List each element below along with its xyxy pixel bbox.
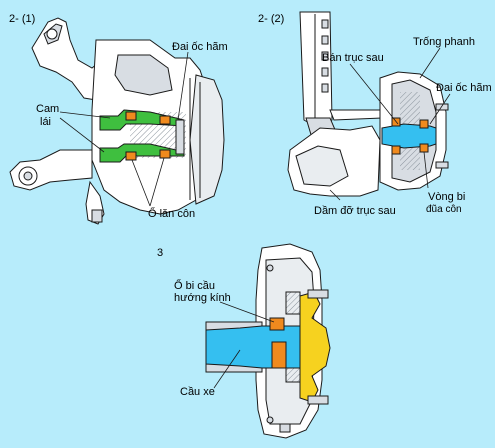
panel-number-2-2: 2- (2) (258, 13, 285, 25)
label-tapered-roller-bearing-front: Ổ lăn côn (148, 208, 196, 220)
panel-number-3: 3 (157, 247, 164, 259)
label-drive-axle: Cầu xe (180, 386, 215, 398)
label-lock-nut-rear: Đai ốc hãm (436, 82, 492, 94)
label-roller-bearing-line2: đũa côn (426, 204, 462, 215)
label-rear-axle-beam: Dầm đỡ trục sau (314, 205, 396, 217)
panel-2-1-drawing (9, 17, 225, 225)
panel-number-2-1: 2- (1) (9, 13, 36, 25)
panel-2-1-leaders (59, 51, 189, 207)
label-steering-knuckle-line1: Cam (36, 103, 60, 115)
label-brake-drum: Trống phanh (413, 36, 475, 48)
panel-3-drawing (205, 243, 331, 439)
panel-3-leaders (213, 301, 275, 389)
label-radial-ball-bearing-line1: Ổ bi cầu (174, 280, 215, 292)
label-roller-bearing-line1: Vòng bi (428, 191, 466, 203)
panel-2-2-leaders (329, 47, 451, 201)
label-steering-knuckle-line2: lái (40, 116, 52, 128)
label-rear-axle-shaft: Bán trục sau (322, 52, 384, 64)
label-radial-ball-bearing-line2: hướng kính (174, 292, 231, 304)
label-lock-nut-front: Đai ốc hãm (172, 41, 228, 53)
panel-2-2-drawing (287, 11, 449, 197)
